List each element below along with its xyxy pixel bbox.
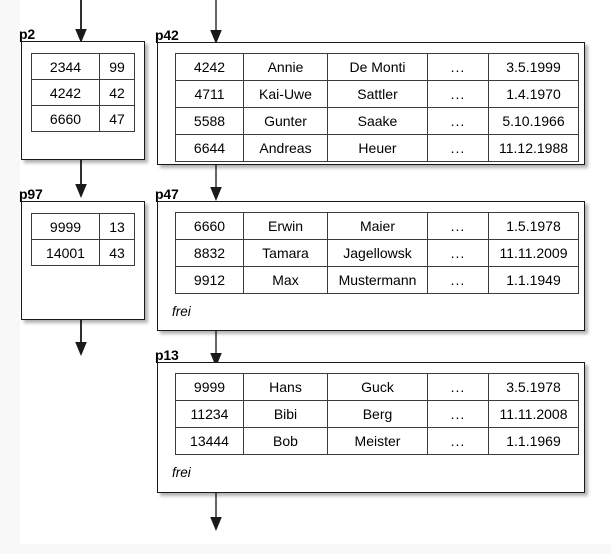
data-table-p42: 4242 Annie De Monti ... 3.5.1999 4711 Ka… (175, 53, 579, 162)
record-first-name: Max (243, 266, 328, 294)
arrow-p42-to-p47 (210, 163, 222, 201)
record-first-name: Hans (243, 373, 328, 401)
record-first-name: Bob (243, 427, 328, 455)
record-first-name: Bibi (243, 400, 328, 428)
index-pointer: 13 (99, 213, 135, 240)
table-row[interactable]: 6644 Andreas Heuer ... 11.12.1988 (175, 134, 579, 162)
record-more: ... (427, 239, 489, 267)
record-last-name: Maier (327, 212, 428, 240)
record-id: 8832 (175, 239, 244, 267)
record-date: 11.11.2009 (488, 239, 579, 267)
record-date: 3.5.1999 (488, 53, 579, 81)
table-row[interactable]: 5588 Gunter Saake ... 5.10.1966 (175, 107, 579, 135)
record-id: 4242 (175, 53, 244, 81)
table-row[interactable]: 4711 Kai-Uwe Sattler ... 1.4.1970 (175, 80, 579, 108)
record-first-name: Andreas (243, 134, 328, 162)
record-date: 1.1.1949 (488, 266, 579, 294)
record-more: ... (427, 400, 489, 428)
arrow-p13-down (210, 491, 222, 531)
record-more: ... (427, 266, 489, 294)
table-row[interactable]: 4242 Annie De Monti ... 3.5.1999 (175, 53, 579, 81)
page-label-p97: p97 (19, 186, 43, 202)
table-row[interactable]: 6660 47 (31, 105, 135, 132)
record-last-name: Heuer (327, 134, 428, 162)
data-table-p13: 9999 Hans Guck ... 3.5.1978 11234 Bibi B… (175, 373, 579, 455)
record-id: 13444 (175, 427, 244, 455)
record-date: 11.12.1988 (488, 134, 579, 162)
arrow-p2-to-p97 (75, 158, 87, 198)
record-date: 1.4.1970 (488, 80, 579, 108)
record-first-name: Erwin (243, 212, 328, 240)
page-label-p47: p47 (155, 186, 179, 202)
record-date: 3.5.1978 (488, 373, 579, 401)
record-date: 1.1.1969 (488, 427, 579, 455)
table-row[interactable]: 8832 Tamara Jagellowsk ... 11.11.2009 (175, 239, 579, 267)
index-key: 14001 (31, 239, 100, 266)
record-last-name: Meister (327, 427, 428, 455)
record-more: ... (427, 107, 489, 135)
record-id: 5588 (175, 107, 244, 135)
index-pointer: 99 (99, 53, 135, 80)
table-row[interactable]: 2344 99 (31, 53, 135, 80)
arrow-p97-down (75, 318, 87, 356)
record-id: 6660 (175, 212, 244, 240)
record-date: 5.10.1966 (488, 107, 579, 135)
record-last-name: Mustermann (327, 266, 428, 294)
record-last-name: Berg (327, 400, 428, 428)
free-space-label-p47: frei (172, 304, 191, 319)
record-date: 1.5.1978 (488, 212, 579, 240)
record-last-name: Jagellowsk (327, 239, 428, 267)
record-id: 4711 (175, 80, 244, 108)
page-label-p13: p13 (155, 347, 179, 363)
table-row[interactable]: 9912 Max Mustermann ... 1.1.1949 (175, 266, 579, 294)
record-more: ... (427, 53, 489, 81)
record-more: ... (427, 427, 489, 455)
arrow-into-p2 (75, 0, 87, 43)
table-row[interactable]: 4242 42 (31, 79, 135, 106)
record-first-name: Kai-Uwe (243, 80, 328, 108)
index-key: 4242 (31, 79, 100, 106)
record-id: 6644 (175, 134, 244, 162)
index-table-p2: 2344 99 4242 42 6660 47 (31, 53, 135, 132)
record-id: 9912 (175, 266, 244, 294)
record-last-name: Guck (327, 373, 428, 401)
page-label-p42: p42 (155, 27, 179, 43)
arrow-into-p42 (210, 0, 222, 44)
free-space-label-p13: frei (172, 465, 191, 480)
table-row[interactable]: 9999 13 (31, 213, 135, 240)
record-last-name: De Monti (327, 53, 428, 81)
index-table-p97: 9999 13 14001 43 (31, 213, 135, 266)
data-table-p47: 6660 Erwin Maier ... 1.5.1978 8832 Tamar… (175, 212, 579, 294)
table-row[interactable]: 9999 Hans Guck ... 3.5.1978 (175, 373, 579, 401)
record-more: ... (427, 373, 489, 401)
table-row[interactable]: 13444 Bob Meister ... 1.1.1969 (175, 427, 579, 455)
record-date: 11.11.2008 (488, 400, 579, 428)
record-id: 11234 (175, 400, 244, 428)
arrow-p47-to-p13 (210, 329, 222, 367)
index-pointer: 47 (99, 105, 135, 132)
index-pointer: 42 (99, 79, 135, 106)
record-id: 9999 (175, 373, 244, 401)
record-more: ... (427, 212, 489, 240)
record-first-name: Annie (243, 53, 328, 81)
record-more: ... (427, 80, 489, 108)
record-first-name: Tamara (243, 239, 328, 267)
index-pointer: 43 (99, 239, 135, 266)
record-first-name: Gunter (243, 107, 328, 135)
page-label-p2: p2 (19, 26, 35, 42)
table-row[interactable]: 6660 Erwin Maier ... 1.5.1978 (175, 212, 579, 240)
index-key: 6660 (31, 105, 100, 132)
table-row[interactable]: 14001 43 (31, 239, 135, 266)
index-key: 9999 (31, 213, 100, 240)
table-row[interactable]: 11234 Bibi Berg ... 11.11.2008 (175, 400, 579, 428)
index-key: 2344 (31, 53, 100, 80)
record-more: ... (427, 134, 489, 162)
record-last-name: Sattler (327, 80, 428, 108)
record-last-name: Saake (327, 107, 428, 135)
